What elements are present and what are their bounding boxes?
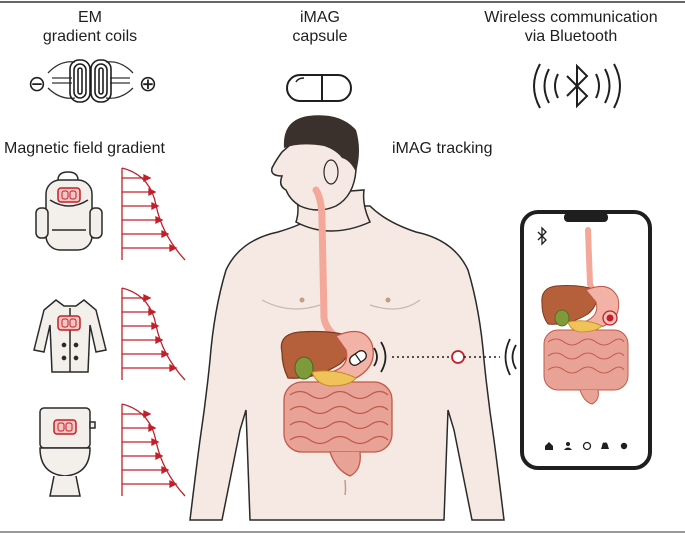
intestines bbox=[283, 381, 393, 477]
smartphone-icon bbox=[520, 210, 652, 470]
plus-symbol: ⊕ bbox=[138, 71, 158, 96]
gear-icon bbox=[620, 442, 628, 450]
phone-nav bbox=[545, 441, 628, 451]
backpack-icon bbox=[35, 171, 103, 251]
gallbladder bbox=[294, 356, 314, 380]
label-tracking: iMAG tracking bbox=[392, 140, 493, 157]
home-icon bbox=[545, 442, 553, 450]
bluetooth-signal-icon bbox=[533, 63, 621, 109]
jacket-icon bbox=[33, 299, 107, 373]
label-magnetic-field: Magnetic field gradient bbox=[4, 140, 165, 157]
minus-symbol: ⊖ bbox=[27, 71, 47, 96]
toilet-icon bbox=[39, 407, 96, 497]
signal-waves-body bbox=[373, 341, 387, 373]
em-coil-icon bbox=[47, 59, 134, 103]
capsule-icon bbox=[286, 74, 352, 102]
organs bbox=[280, 330, 393, 477]
header-em-coils: EM gradient coils bbox=[42, 9, 138, 45]
timer-icon bbox=[582, 441, 592, 451]
capsule-in-stomach bbox=[349, 350, 367, 366]
signal-waves-phone bbox=[504, 338, 517, 376]
link-node bbox=[451, 350, 465, 364]
user-icon bbox=[566, 442, 570, 446]
header-wireless: Wireless communication via Bluetooth bbox=[484, 9, 658, 45]
field-gradient-arrows bbox=[121, 167, 186, 497]
hair bbox=[283, 115, 359, 172]
pancreas bbox=[311, 370, 357, 387]
bell-icon bbox=[601, 442, 609, 449]
header-capsule: iMAG capsule bbox=[292, 9, 348, 45]
